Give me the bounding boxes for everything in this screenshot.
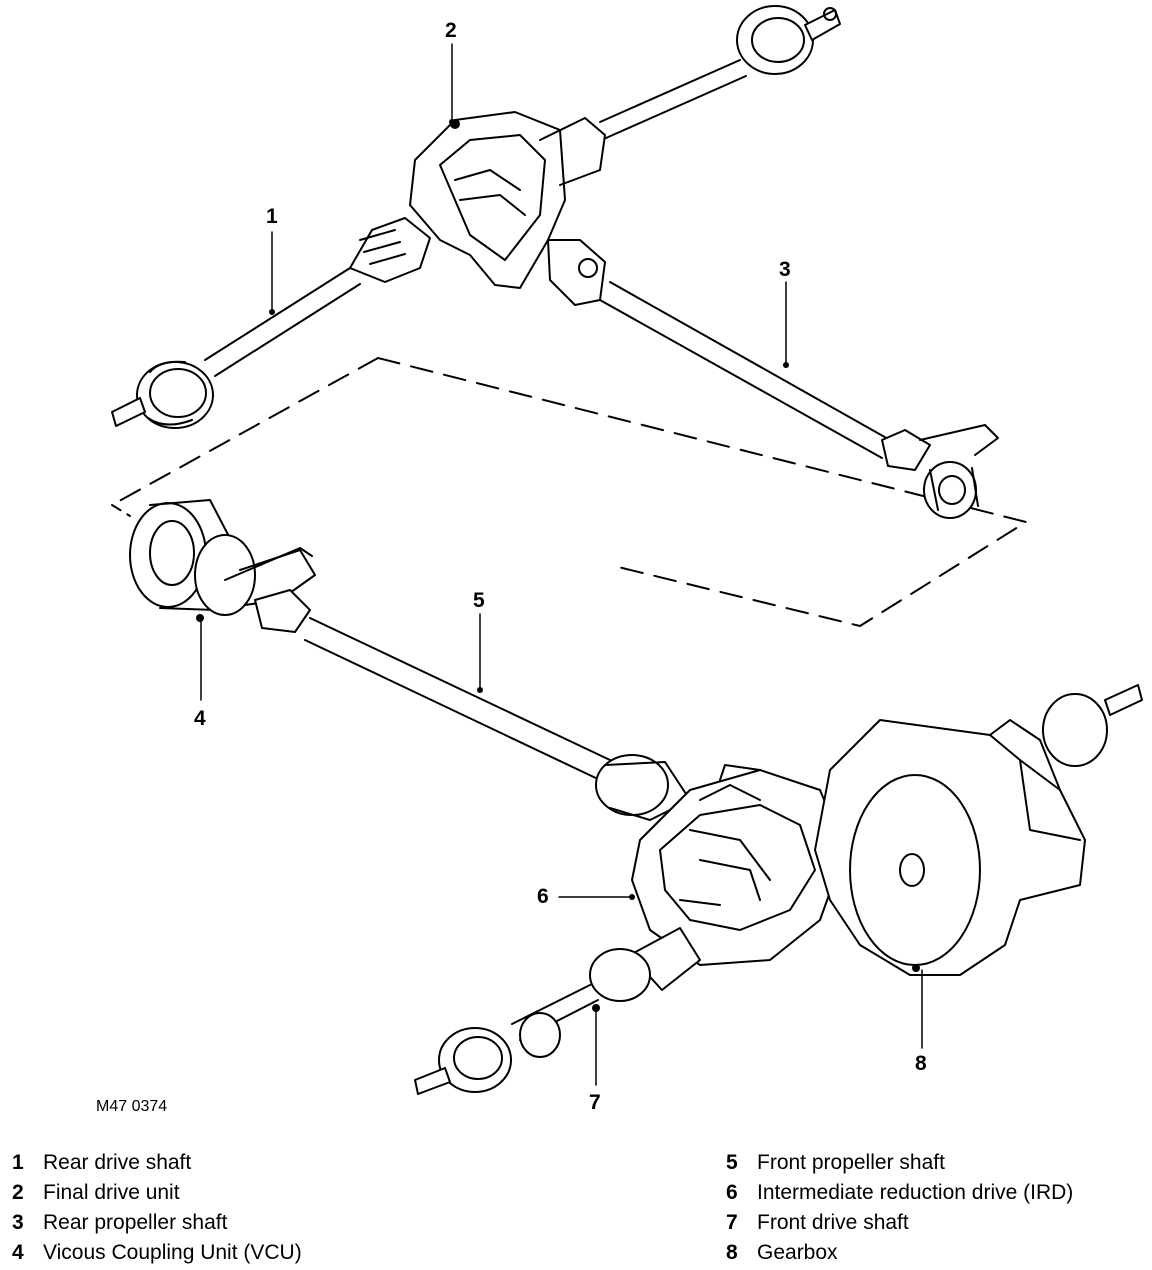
legend-label: Front drive shaft	[757, 1211, 909, 1234]
legend-item: 4 Vicous Coupling Unit (VCU)	[12, 1238, 302, 1268]
viscous-coupling-unit	[129, 499, 316, 633]
legend-label: Final drive unit	[43, 1181, 180, 1204]
legend-item: 2 Final drive unit	[12, 1178, 302, 1208]
callout-1: 1	[266, 205, 278, 228]
rear-propeller-shaft	[599, 281, 999, 519]
legend-label: Vicous Coupling Unit (VCU)	[43, 1241, 302, 1264]
gearbox	[814, 684, 1143, 976]
legend-number: 1	[12, 1151, 24, 1174]
callout-2: 2	[445, 19, 457, 42]
legend-number: 6	[726, 1181, 738, 1204]
callout-4: 4	[194, 707, 206, 730]
legend-left-column: 1 Rear drive shaft 2 Final drive unit 3 …	[12, 1148, 302, 1268]
callout-3: 3	[779, 258, 791, 281]
legend-label: Intermediate reduction drive (IRD)	[757, 1181, 1074, 1204]
legend-label: Rear propeller shaft	[43, 1211, 228, 1234]
front-drive-shaft	[414, 927, 701, 1095]
figure-reference: M47 0374	[96, 1098, 168, 1115]
legend-item: 8 Gearbox	[726, 1238, 1073, 1268]
leader-dots	[269, 119, 789, 900]
legend-item: 5 Front propeller shaft	[726, 1148, 1073, 1178]
legend-item: 7 Front drive shaft	[726, 1208, 1073, 1238]
legend-item: 6 Intermediate reduction drive (IRD)	[726, 1178, 1073, 1208]
legend-right-column: 5 Front propeller shaft 6 Intermediate r…	[726, 1148, 1073, 1268]
legend-item: 3 Rear propeller shaft	[12, 1208, 302, 1238]
driveline-diagram	[111, 5, 1143, 1095]
legend-number: 3	[12, 1211, 24, 1234]
legend-label: Front propeller shaft	[757, 1151, 945, 1174]
callout-6: 6	[537, 885, 549, 908]
legend-number: 8	[726, 1241, 738, 1264]
legend-item: 1 Rear drive shaft	[12, 1148, 302, 1178]
rear-right-drive-shaft	[599, 5, 841, 139]
intermediate-reduction-drive	[631, 764, 846, 966]
legend-label: Rear drive shaft	[43, 1151, 192, 1174]
callout-5: 5	[473, 589, 485, 612]
dashed-connection-frame	[111, 357, 1027, 627]
callout-leaders	[200, 43, 923, 1086]
front-propeller-shaft	[304, 617, 691, 821]
final-drive-unit	[409, 111, 606, 306]
legend-number: 2	[12, 1181, 24, 1204]
legend-number: 4	[12, 1241, 24, 1264]
rear-drive-shaft	[111, 217, 431, 429]
legend-number: 7	[726, 1211, 738, 1234]
callout-7: 7	[589, 1091, 601, 1114]
dashed-frame-left-stub	[111, 504, 131, 517]
legend-number: 5	[726, 1151, 738, 1174]
callout-8: 8	[915, 1052, 927, 1075]
legend-label: Gearbox	[757, 1241, 838, 1264]
